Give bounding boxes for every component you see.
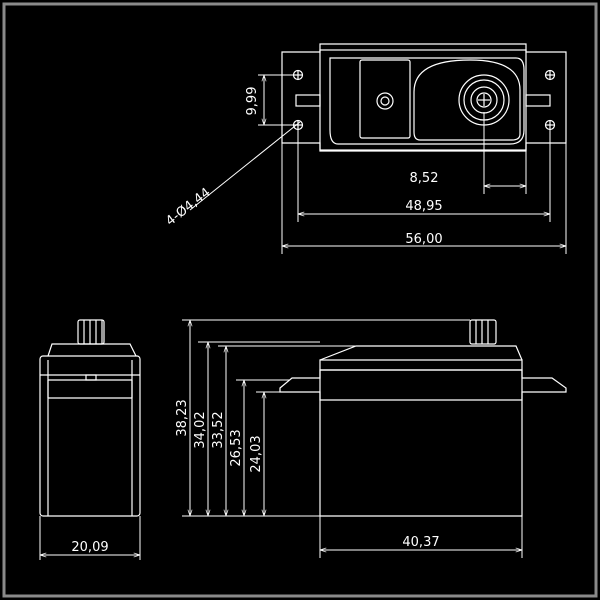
dim-height-to-flange-bottom: 24,03	[249, 435, 264, 472]
dim-case-length: 40,37	[402, 535, 439, 550]
dim-mount-hole-span: 48,95	[405, 199, 442, 214]
dim-overall-length: 56,00	[405, 232, 442, 247]
dim-height-to-case-top: 34,02	[193, 411, 208, 448]
dim-case-width: 20,09	[71, 540, 108, 555]
dim-mount-hole-spacing: 9,99	[245, 87, 260, 116]
top-view	[281, 43, 567, 152]
dim-output-shaft-offset: 8,52	[410, 171, 439, 186]
end-view-dimensions	[40, 516, 140, 560]
top-view-dimensions	[189, 75, 566, 254]
end-view	[39, 319, 141, 517]
dim-mount-hole-callout: 4-Ø4,44	[163, 185, 213, 229]
dim-overall-height: 38,23	[175, 399, 190, 436]
side-view-dimensions	[182, 320, 522, 558]
dim-height-to-flange-top: 26,53	[229, 429, 244, 466]
dim-height-to-top-cover: 33,52	[211, 411, 226, 448]
side-view	[279, 319, 567, 517]
